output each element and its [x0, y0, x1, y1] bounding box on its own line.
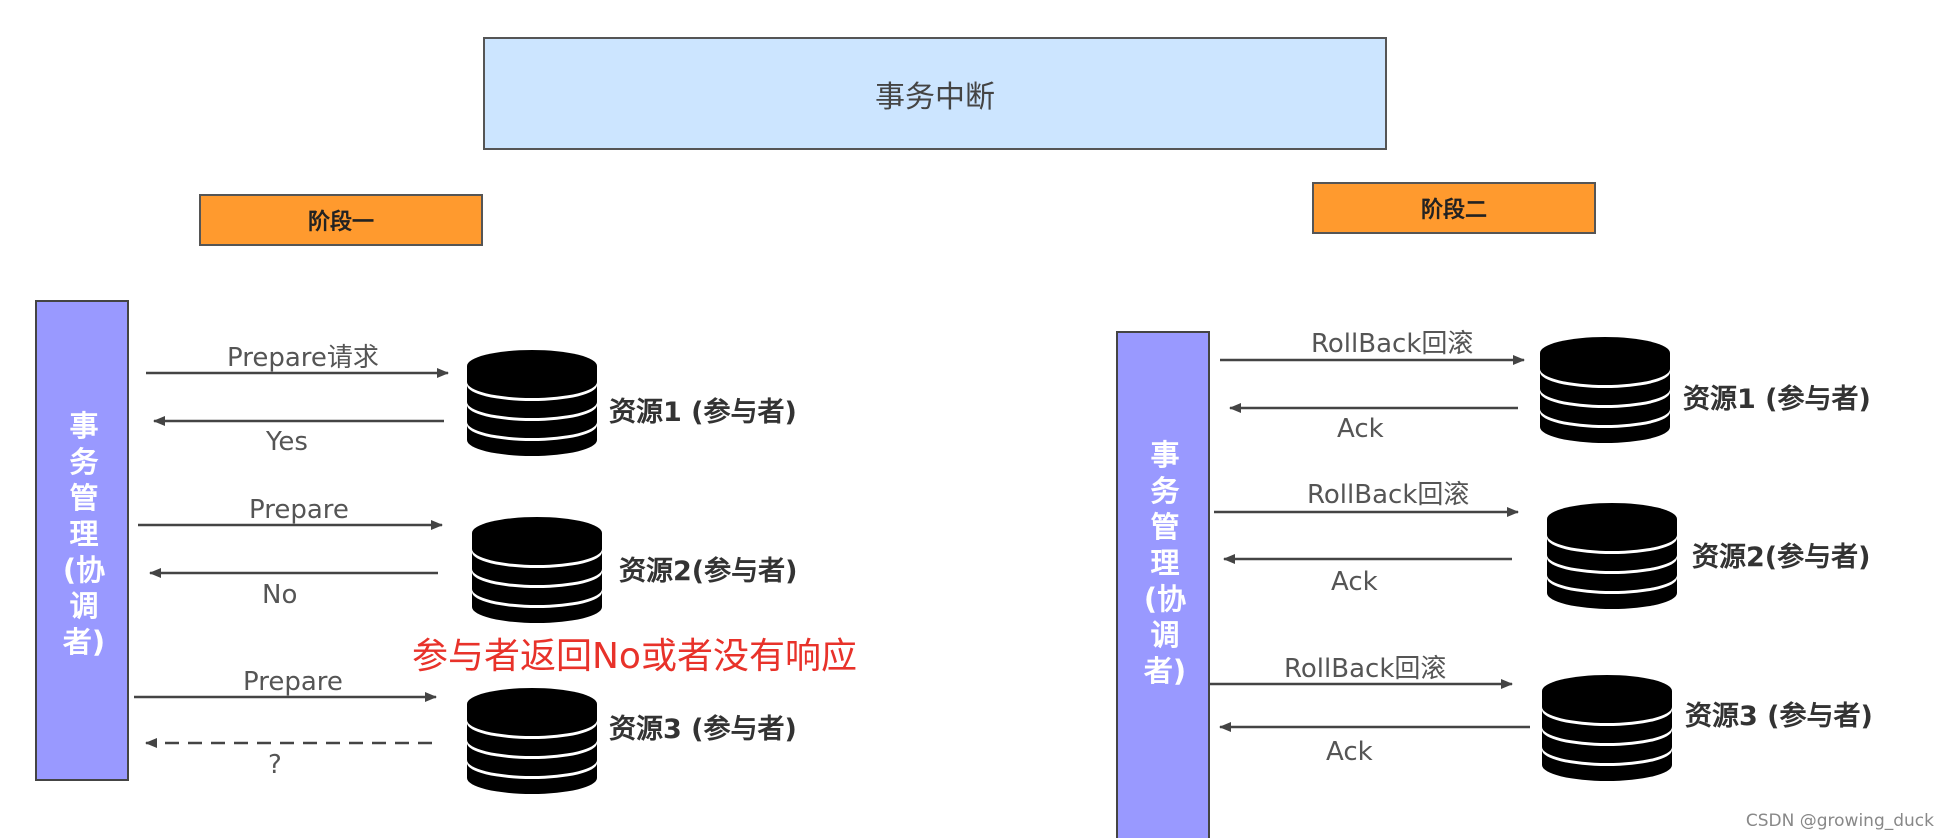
response-label: Ack — [1326, 737, 1373, 767]
resource-label: 资源3 (参与者) — [1685, 700, 1873, 732]
resource-label: 资源2(参与者) — [1692, 541, 1870, 573]
resource-label: 资源1 (参与者) — [1683, 383, 1871, 415]
title-box: 事务中断 — [483, 37, 1387, 150]
request-label: RollBack回滚 — [1284, 654, 1446, 684]
response-label: Ack — [1337, 414, 1384, 444]
phase1-coordinator: 事 务 管 理 (协 调 者) — [35, 300, 129, 781]
phase2-coord-char: (协 — [1144, 582, 1186, 616]
response-label: No — [262, 580, 297, 610]
phase2-coordinator: 事 务 管 理 (协 调 者) — [1116, 331, 1210, 838]
phase1-coord-char: 务 — [69, 445, 98, 479]
database-icon — [467, 688, 597, 794]
title-text: 事务中断 — [875, 80, 995, 115]
phase2-coord-char: 务 — [1150, 474, 1179, 508]
database-icon — [472, 517, 602, 623]
phase2-row-3: RollBack回滚 Ack 资源3 (参与者) — [1209, 654, 1873, 781]
phase1-coord-char: 调 — [69, 589, 98, 623]
phase2-row-2: RollBack回滚 Ack 资源2(参与者) — [1214, 480, 1870, 609]
resource-label: 资源2(参与者) — [619, 555, 797, 587]
phase1-coord-char: 者) — [63, 625, 105, 659]
request-label: Prepare请求 — [227, 343, 379, 373]
resource-label: 资源3 (参与者) — [609, 713, 797, 745]
phase2-coord-char: 者) — [1144, 654, 1186, 688]
phase1-coord-char: (协 — [63, 553, 105, 587]
database-icon — [467, 350, 597, 456]
response-label: Ack — [1331, 567, 1378, 597]
phase2-coord-char: 管 — [1150, 510, 1179, 544]
response-label: Yes — [265, 427, 308, 457]
request-label: RollBack回滚 — [1311, 329, 1473, 359]
phase1-stage-box: 阶段一 — [199, 194, 483, 246]
request-label: Prepare — [243, 667, 343, 697]
resource-label: 资源1 (参与者) — [609, 396, 797, 428]
request-label: RollBack回滚 — [1307, 480, 1469, 510]
phase2-row-1: RollBack回滚 Ack 资源1 (参与者) — [1220, 329, 1871, 444]
phase2-coord-char: 事 — [1150, 438, 1179, 472]
database-icon — [1542, 675, 1672, 781]
phase2-stage-label: 阶段二 — [1421, 197, 1487, 223]
failure-note: 参与者返回No或者没有响应 — [412, 636, 857, 677]
response-label: ? — [268, 750, 282, 780]
phase1-coord-char: 管 — [69, 481, 98, 515]
phase1-row-3: Prepare ? 资源3 (参与者) — [134, 667, 797, 794]
database-icon — [1547, 503, 1677, 609]
phase2-coord-char: 理 — [1150, 546, 1179, 580]
phase1-coord-char: 理 — [69, 517, 98, 551]
watermark-text: CSDN @growing_duck — [1746, 811, 1934, 831]
database-icon — [1540, 337, 1670, 443]
phase1-coord-char: 事 — [69, 409, 98, 443]
phase2-stage-box: 阶段二 — [1312, 182, 1596, 234]
phase2-coord-char: 调 — [1150, 618, 1179, 652]
phase1-row-2: Prepare No 资源2(参与者) — [138, 495, 797, 623]
phase1-row-1: Prepare请求 Yes 资源1 (参与者) — [146, 343, 797, 457]
phase1-stage-label: 阶段一 — [308, 209, 374, 235]
request-label: Prepare — [249, 495, 349, 525]
